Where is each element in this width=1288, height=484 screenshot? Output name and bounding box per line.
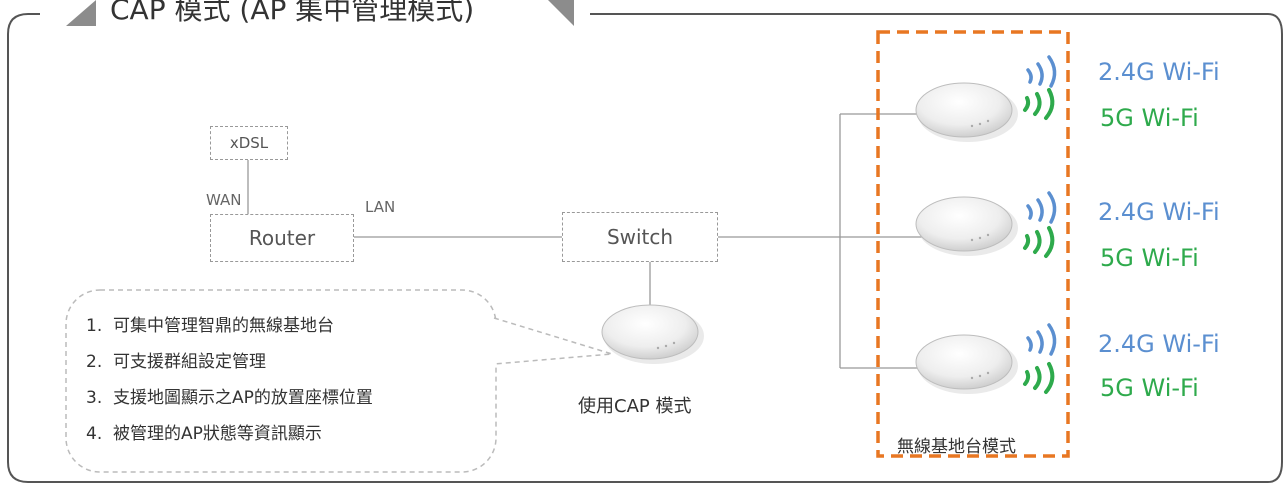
feature-item: 4. 被管理的AP狀態等資訊顯示 [86, 424, 322, 444]
xdsl-node: xDSL [210, 126, 288, 160]
title-tab-right [548, 0, 574, 26]
diagram-title: CAP 模式 (AP 集中管理模式) [110, 0, 475, 26]
feature-item: 1. 可集中管理智鼎的無線基地台 [86, 316, 335, 336]
wifi-signal-5g-icon [1023, 226, 1055, 258]
ap-1-wifi24-label: 2.4G Wi-Fi [1098, 58, 1220, 86]
ap-2-wifi24-label: 2.4G Wi-Fi [1098, 198, 1220, 226]
controller-caption: 使用CAP 模式 [578, 396, 692, 417]
wifi-signal-24g-icon [1026, 323, 1057, 356]
feature-list: 1. 可集中管理智鼎的無線基地台 2. 可支援群組設定管理 3. 支援地圖顯示之… [86, 308, 373, 452]
xdsl-label: xDSL [229, 134, 269, 152]
ap-group-border [876, 30, 1070, 458]
ap-2-wifi5-label: 5G Wi-Fi [1100, 244, 1199, 272]
feature-bubble [65, 289, 497, 473]
outer-frame [7, 13, 1283, 483]
access-point-2-icon [915, 196, 1018, 256]
ap-group-caption: 無線基地台模式 [897, 437, 1016, 457]
router-node: Router [210, 214, 354, 262]
router-label: Router [248, 226, 316, 250]
switch-label: Switch [606, 225, 674, 249]
controller-ap-icon [601, 304, 704, 364]
access-point-1-icon [915, 82, 1018, 142]
access-point-3-icon [915, 334, 1018, 394]
wifi-signal-5g-icon [1023, 362, 1055, 394]
feature-item: 3. 支援地圖顯示之AP的放置座標位置 [86, 388, 373, 408]
wifi-signal-24g-icon [1026, 55, 1057, 88]
wan-label: WAN [206, 191, 242, 209]
ap-3-wifi5-label: 5G Wi-Fi [1100, 374, 1199, 402]
feature-item: 2. 可支援群組設定管理 [86, 352, 267, 372]
ap-3-wifi24-label: 2.4G Wi-Fi [1098, 330, 1220, 358]
switch-node: Switch [562, 212, 718, 262]
wifi-signal-5g-icon [1023, 88, 1055, 120]
title-tab-left [66, 0, 96, 26]
lan-label: LAN [365, 198, 396, 216]
feature-bubble-pointer [493, 317, 613, 365]
wifi-signal-24g-icon [1026, 191, 1057, 224]
ap-1-wifi5-label: 5G Wi-Fi [1100, 104, 1199, 132]
